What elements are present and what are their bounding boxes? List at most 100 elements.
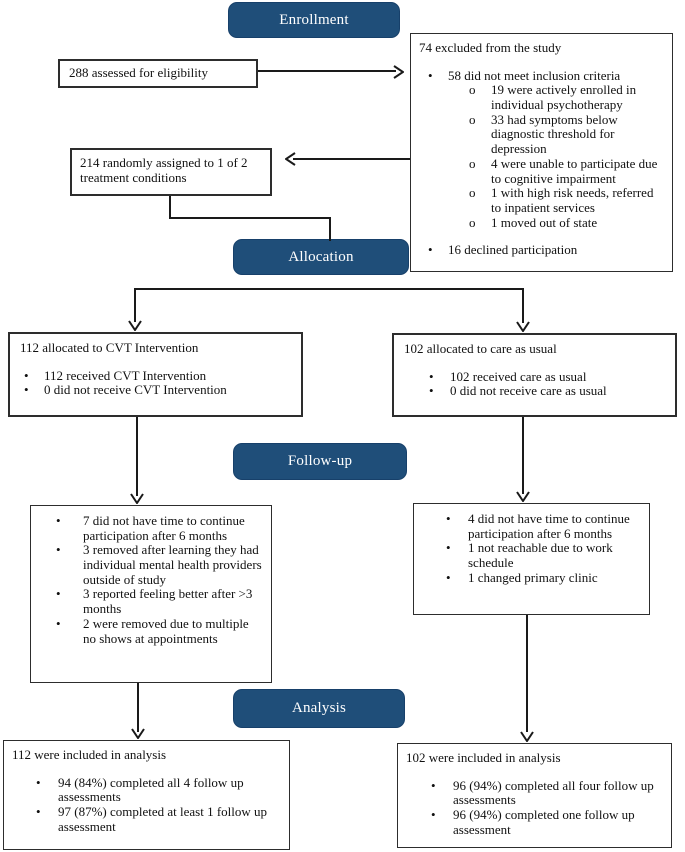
bullet-icon: •	[56, 513, 61, 528]
list-item: • 3 reported feeling better after >3 mon…	[39, 586, 263, 617]
connector-randomized-down	[169, 196, 171, 219]
list-item: • 0 did not receive care as usual	[404, 384, 665, 399]
list-item: • 96 (94%) completed all four follow up …	[406, 777, 663, 808]
list-item: • 16 declined participation	[419, 243, 664, 258]
list-item: o 4 were unable to participate due to co…	[419, 155, 664, 186]
eligibility-box: 288 assessed for eligibility	[58, 59, 258, 88]
excluded-subreason: 4 were unable to participate due to cogn…	[491, 155, 658, 186]
excluded-box: 74 excluded from the study • 58 did not …	[410, 33, 673, 272]
cau-followup-detail: 1 changed primary clinic	[468, 569, 598, 585]
analysis-banner-label: Analysis	[291, 700, 347, 716]
cau-allocation-title: 102 allocated to care as usual	[404, 341, 557, 356]
cau-followup-box: • 4 did not have time to continue partic…	[413, 503, 650, 615]
arrowhead-down-icon	[516, 491, 530, 502]
randomized-box-title: 214 randomly assigned to 1 of 2 treatmen…	[80, 155, 248, 185]
list-item: o 33 had symptoms below diagnostic thres…	[419, 111, 664, 157]
cvt-allocation-detail: 0 did not receive CVT Intervention	[44, 382, 227, 398]
cvt-analysis-detail: 94 (84%) completed all 4 follow up asses…	[58, 774, 244, 805]
bullet-icon: •	[56, 615, 61, 631]
circle-bullet-icon: o	[469, 155, 476, 171]
cau-allocation-detail: 102 received care as usual	[450, 368, 587, 384]
list-item: • 0 did not receive CVT Intervention	[20, 383, 291, 398]
arrowhead-left-icon	[285, 152, 296, 166]
cau-analysis-detail: 96 (94%) completed one follow up assessm…	[453, 807, 635, 837]
connector-to-allocation-banner	[329, 217, 331, 241]
cvt-followup-detail: 2 were removed due to multiple no shows …	[83, 615, 249, 646]
arrowhead-down-icon	[130, 493, 144, 504]
list-item: • 1 changed primary clinic	[422, 569, 641, 586]
arrow-cau-followup-to-analysis	[526, 615, 528, 732]
bullet-icon: •	[431, 807, 436, 823]
bullet-icon: •	[36, 774, 41, 790]
cau-followup-detail: 1 not reachable due to work schedule	[468, 540, 613, 571]
list-item: o 1 with high risk needs, referred to in…	[419, 185, 664, 215]
list-item: • 94 (84%) completed all 4 follow up ass…	[12, 774, 281, 805]
list-item: • 58 did not meet inclusion criteria	[419, 67, 664, 84]
bullet-icon: •	[24, 382, 29, 398]
cvt-analysis-title: 112 were included in analysis	[12, 747, 167, 762]
arrow-excluded-to-randomized	[293, 158, 410, 160]
randomized-box: 214 randomly assigned to 1 of 2 treatmen…	[70, 148, 272, 196]
arrow-to-cvt-allocation	[134, 288, 136, 322]
bullet-icon: •	[431, 777, 436, 793]
arrow-cau-allocation-to-followup	[522, 417, 524, 494]
bullet-icon: •	[446, 511, 451, 526]
allocation-banner: Allocation	[233, 239, 409, 275]
cvt-allocation-detail: 112 received CVT Intervention	[44, 367, 207, 383]
cau-allocation-detail: 0 did not receive care as usual	[450, 383, 607, 399]
circle-bullet-icon: o	[469, 82, 476, 98]
list-item: • 96 (94%) completed one follow up asses…	[406, 807, 663, 837]
cau-followup-detail: 4 did not have time to continue particip…	[468, 511, 630, 541]
arrow-eligibility-to-excluded	[258, 70, 396, 72]
analysis-banner: Analysis	[233, 689, 405, 728]
arrowhead-right-icon	[393, 65, 404, 79]
excluded-subreason: 1 with high risk needs, referred to inpa…	[491, 185, 654, 215]
bullet-icon: •	[446, 569, 451, 585]
excluded-subreason: 1 moved out of state	[491, 214, 598, 230]
enrollment-banner: Enrollment	[228, 2, 400, 38]
arrowhead-down-icon	[128, 320, 142, 331]
arrowhead-down-icon	[520, 731, 534, 742]
list-item: • 7 did not have time to continue partic…	[39, 513, 263, 543]
list-item: o 1 moved out of state	[419, 214, 664, 231]
cau-analysis-title: 102 were included in analysis	[406, 750, 561, 765]
cvt-allocation-title: 112 allocated to CVT Intervention	[20, 340, 199, 355]
cvt-analysis-box: 112 were included in analysis • 94 (84%)…	[3, 740, 290, 850]
bullet-icon: •	[446, 540, 451, 556]
list-item: • 112 received CVT Intervention	[20, 367, 291, 384]
cvt-followup-detail: 7 did not have time to continue particip…	[83, 513, 245, 543]
excluded-box-title: 74 excluded from the study	[419, 40, 562, 55]
arrow-cvt-followup-to-analysis	[137, 683, 139, 732]
list-item: o 19 were actively enrolled in individua…	[419, 82, 664, 112]
cau-analysis-detail: 96 (94%) completed all four follow up as…	[453, 777, 654, 808]
bullet-icon: •	[36, 804, 41, 820]
bullet-icon: •	[428, 242, 433, 258]
excluded-reason: 58 did not meet inclusion criteria	[448, 67, 621, 83]
connector-randomized-across	[169, 217, 331, 219]
arrowhead-down-icon	[516, 321, 530, 332]
cvt-followup-box: • 7 did not have time to continue partic…	[30, 505, 272, 683]
followup-banner: Follow-up	[233, 443, 407, 480]
excluded-subreason: 33 had symptoms below diagnostic thresho…	[491, 111, 618, 157]
list-item: • 2 were removed due to multiple no show…	[39, 615, 263, 646]
cvt-allocation-box: 112 allocated to CVT Intervention • 112 …	[8, 332, 303, 417]
followup-banner-label: Follow-up	[287, 453, 353, 469]
circle-bullet-icon: o	[469, 214, 476, 230]
cvt-analysis-detail: 97 (87%) completed at least 1 follow up …	[58, 804, 268, 834]
bullet-icon: •	[429, 383, 434, 399]
circle-bullet-icon: o	[469, 185, 476, 201]
cvt-followup-detail: 3 removed after learning they had indivi…	[83, 542, 262, 587]
cau-analysis-box: 102 were included in analysis • 96 (94%)…	[397, 743, 672, 848]
list-item: • 4 did not have time to continue partic…	[422, 511, 641, 541]
cau-allocation-box: 102 allocated to care as usual • 102 rec…	[392, 333, 677, 417]
list-item: • 3 removed after learning they had indi…	[39, 543, 263, 587]
bullet-icon: •	[56, 586, 61, 602]
list-item: • 102 received care as usual	[404, 368, 665, 385]
allocation-banner-label: Allocation	[288, 248, 354, 265]
circle-bullet-icon: o	[469, 111, 476, 127]
enrollment-banner-label: Enrollment	[279, 11, 349, 28]
bullet-icon: •	[429, 368, 434, 384]
cvt-followup-detail: 3 reported feeling better after >3 month…	[83, 586, 253, 617]
eligibility-box-title: 288 assessed for eligibility	[69, 65, 209, 81]
